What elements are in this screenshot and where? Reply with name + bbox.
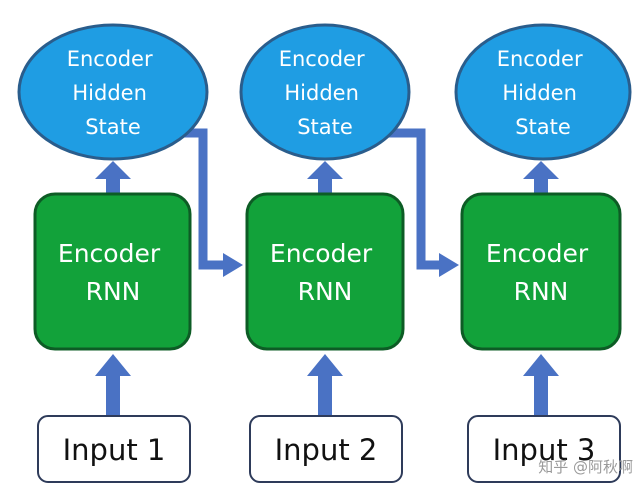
rnn-line1: Encoder [486, 239, 589, 268]
encoder-rnn-node-1 [33, 192, 192, 351]
state-to-rnn-arrowhead-2 [439, 253, 459, 277]
hidden-state-line1: Encoder [497, 47, 583, 71]
rnn-line2: RNN [514, 277, 569, 306]
svg-text:Encoder Hidden Sta: Encoder Hidden State [497, 47, 590, 139]
hidden-state-line3: State [85, 115, 141, 139]
hidden-state-node-3 [454, 23, 632, 161]
input-label-1: Input 1 [63, 433, 166, 467]
column-3: Encoder Hidden State Encoder RNN Input 3 [454, 23, 632, 483]
encoder-rnn-node-3 [460, 192, 622, 351]
hidden-state-line2: Hidden [502, 81, 577, 105]
svg-text:Encoder RNN: Encoder RNN [58, 239, 168, 306]
rnn-line2: RNN [86, 277, 141, 306]
column-2: Encoder Hidden State Encoder RNN Input 2 [239, 23, 411, 483]
rnn-to-state-arrow-2 [307, 161, 343, 194]
hidden-state-line3: State [297, 115, 353, 139]
hidden-state-node-1 [17, 23, 209, 161]
rnn-to-state-arrow-3 [523, 161, 559, 194]
input-to-rnn-arrow-2 [307, 354, 343, 416]
svg-text:Encoder Hidden Sta: Encoder Hidden State [67, 47, 160, 139]
column-1: Encoder Hidden State Encoder RNN Input 1 [17, 23, 209, 483]
svg-text:Encoder Hidden Sta: Encoder Hidden State [279, 47, 372, 139]
input-to-rnn-arrow-1 [95, 354, 131, 416]
rnn-line1: Encoder [58, 239, 161, 268]
state-to-rnn-arrow-2 [376, 128, 441, 270]
input-node-1 [37, 415, 191, 483]
rnn-to-state-arrow-1 [95, 161, 131, 194]
rnn-line1: Encoder [270, 239, 373, 268]
svg-text:Encoder RNN: Encoder RNN [486, 239, 596, 306]
hidden-state-line3: State [515, 115, 571, 139]
input-node-2 [249, 415, 403, 483]
hidden-state-line1: Encoder [67, 47, 153, 71]
hidden-state-line2: Hidden [284, 81, 359, 105]
input-node-3 [467, 415, 621, 483]
svg-text:Encoder RNN: Encoder RNN [270, 239, 380, 306]
hidden-state-line2: Hidden [72, 81, 147, 105]
input-to-rnn-arrow-3 [523, 354, 559, 416]
rnn-line2: RNN [298, 277, 353, 306]
input-label-3: Input 3 [493, 433, 596, 467]
encoder-rnn-node-2 [245, 192, 405, 351]
watermark: 知乎 @阿秋啊 [538, 458, 633, 476]
state-to-rnn-arrowhead-1 [223, 253, 243, 277]
hidden-state-node-2 [239, 23, 411, 161]
hidden-state-line1: Encoder [279, 47, 365, 71]
input-label-2: Input 2 [275, 433, 378, 467]
